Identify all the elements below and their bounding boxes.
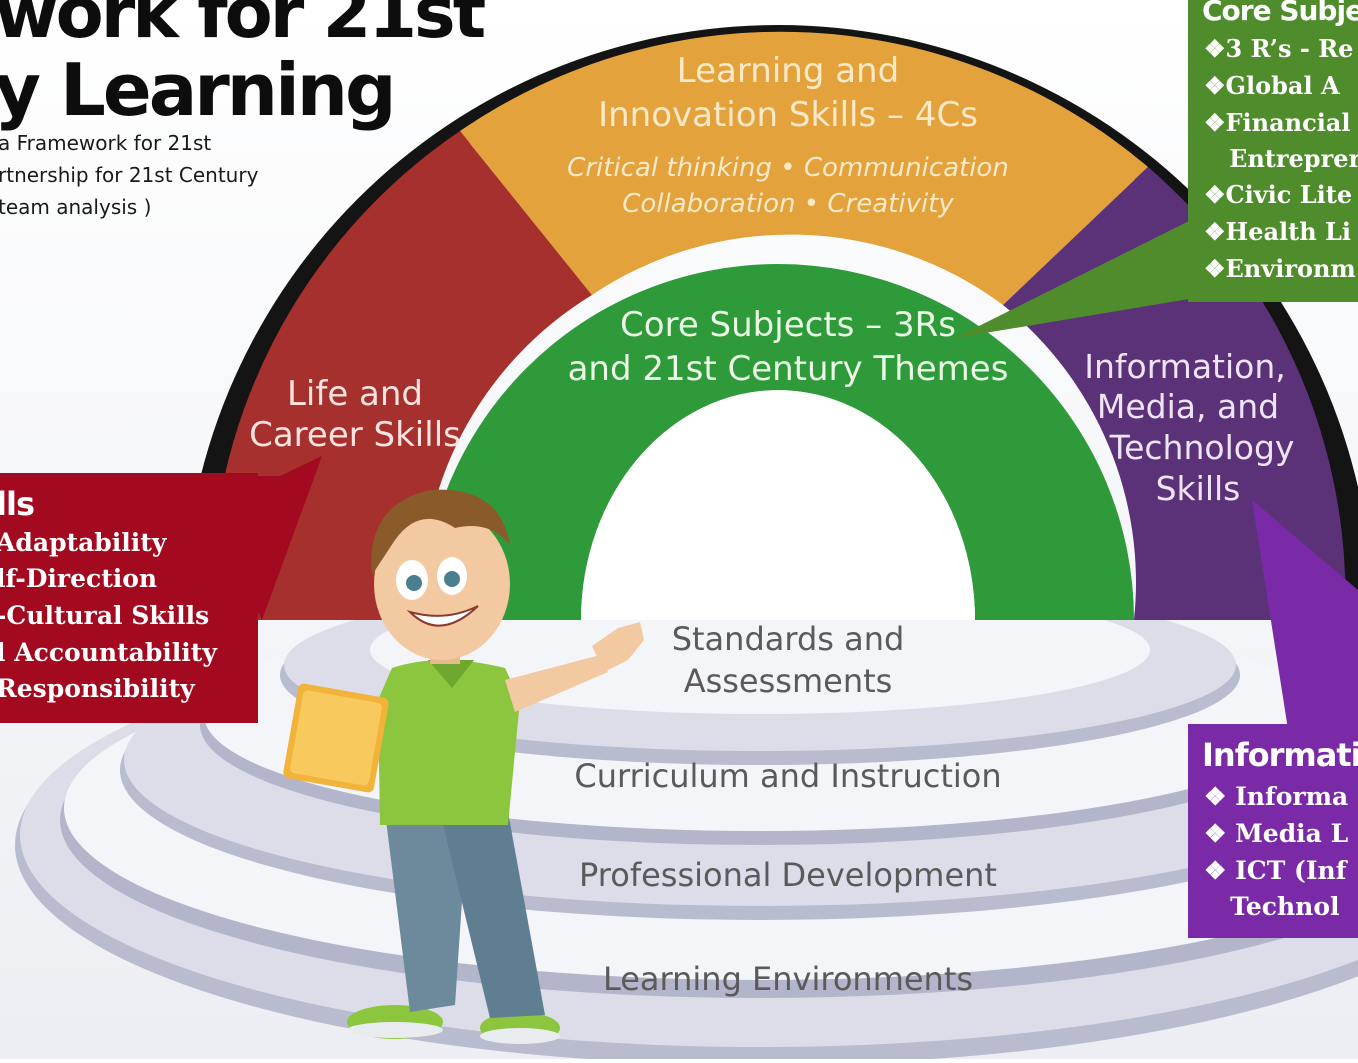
life-career-label-2: Career Skills xyxy=(249,415,461,455)
core-callout-item: ❖3 R’s - Re xyxy=(1204,34,1354,63)
life-callout-item: lf-Direction xyxy=(0,564,158,593)
info-callout-pointer xyxy=(1252,500,1358,742)
info-callout-item: ❖ ICT (Inf xyxy=(1204,856,1347,885)
info-media-label-3: Technology xyxy=(1109,428,1295,467)
life-callout-heading: lls xyxy=(0,485,35,523)
page-title-line-1: work for 21st xyxy=(0,0,486,54)
info-media-label-1: Information, xyxy=(1084,347,1286,386)
curriculum-label: Curriculum and Instruction xyxy=(574,757,1001,795)
info-callout-heading: Informatio xyxy=(1202,736,1358,774)
learning-innovation-title-1: Learning and xyxy=(677,51,899,91)
standards-label-1: Standards and xyxy=(672,620,905,658)
core-subjects-label-1: Core Subjects – 3Rs xyxy=(620,305,956,345)
hair xyxy=(371,489,510,575)
right-leg xyxy=(440,812,545,1018)
life-career-label-1: Life and xyxy=(287,374,423,414)
professional-development-label: Professional Development xyxy=(579,856,997,894)
core-subjects-arch xyxy=(422,264,1134,620)
core-callout-item: ❖Global A xyxy=(1204,71,1340,100)
arch-opening xyxy=(581,390,975,620)
core-callout-pointer xyxy=(955,218,1195,338)
left-eye xyxy=(406,575,422,591)
information-callout: Informatio ❖ Informa ❖ Media L ❖ ICT (In… xyxy=(1188,724,1358,938)
shirt xyxy=(378,660,520,825)
core-callout-item: Entreprer xyxy=(1204,144,1358,173)
core-callout-heading: Core Subje xyxy=(1202,0,1358,27)
core-callout-item: ❖Financial xyxy=(1204,108,1351,137)
subtitle-line-2: rtnership for 21st Century xyxy=(0,163,259,187)
waving-arm xyxy=(505,655,608,712)
right-eye xyxy=(444,571,460,587)
life-callout-item: Adaptability xyxy=(0,528,167,557)
core-subjects-callout: Core Subje ❖3 R’s - Re ❖Global A ❖Financ… xyxy=(1188,0,1358,302)
page-title-line-2: y Learning xyxy=(0,48,397,132)
core-callout-item: ❖Health Li xyxy=(1204,217,1352,246)
student-illustration xyxy=(283,489,644,1044)
learning-innovation-segment xyxy=(460,31,1148,306)
life-callout-item: l Accountability xyxy=(0,638,217,667)
core-callout-item: ❖Environm xyxy=(1204,254,1356,283)
info-media-label-2: Media, and xyxy=(1097,387,1279,426)
life-callout-item: Responsibility xyxy=(0,674,195,703)
left-leg xyxy=(385,812,468,1012)
core-subjects-label-2: and 21st Century Themes xyxy=(568,349,1009,389)
learning-innovation-subtitle-2: Collaboration • Creativity xyxy=(622,189,954,219)
standards-label-2: Assessments xyxy=(684,662,893,700)
info-callout-item: ❖ Media L xyxy=(1204,819,1349,848)
learning-innovation-title-2: Innovation Skills – 4Cs xyxy=(598,95,978,135)
info-callout-item: Technol xyxy=(1204,892,1340,921)
core-callout-item: ❖Civic Lite xyxy=(1204,180,1353,209)
learning-environments-label: Learning Environments xyxy=(603,960,973,998)
learning-innovation-subtitle-1: Critical thinking • Communication xyxy=(567,153,1009,183)
subtitle-line-1: a Framework for 21st xyxy=(0,131,212,155)
smile xyxy=(406,605,479,627)
info-callout-item: ❖ Informa xyxy=(1204,782,1349,811)
info-media-label-4: Skills xyxy=(1156,469,1241,508)
life-callout-item: -Cultural Skills xyxy=(0,601,210,630)
life-career-callout: lls Adaptability lf-Direction -Cultural … xyxy=(0,473,258,723)
waving-hand xyxy=(592,622,644,672)
subtitle-line-3: team analysis ) xyxy=(0,195,152,219)
